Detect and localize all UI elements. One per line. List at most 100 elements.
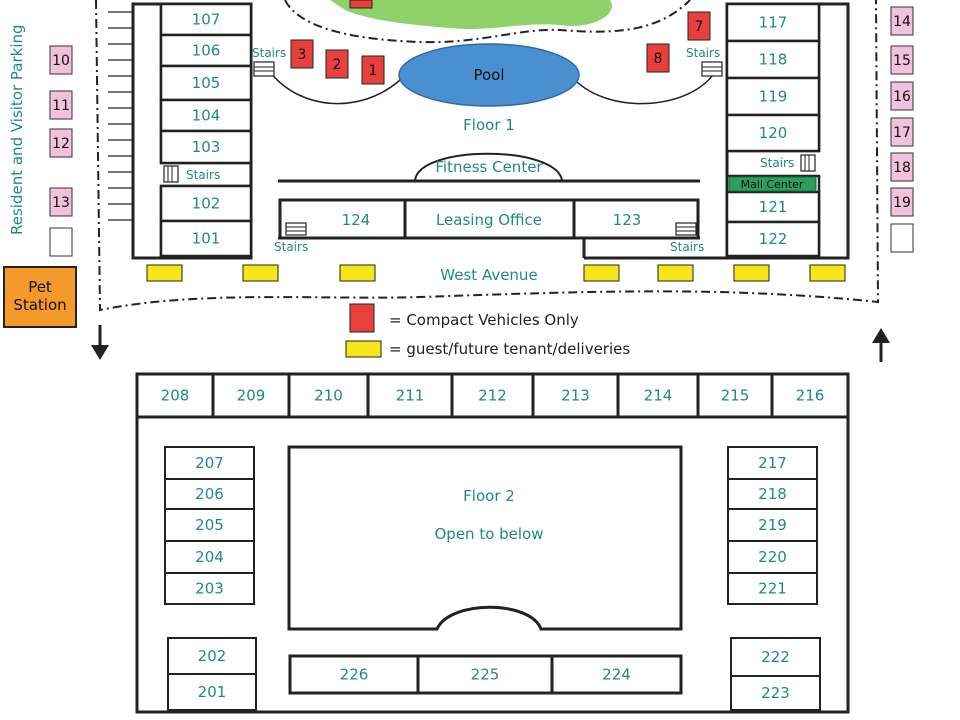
unit-121[interactable]: 121	[725, 190, 821, 224]
unit-205[interactable]: 205	[164, 508, 255, 542]
guest-spot[interactable]	[583, 264, 620, 282]
guest-spot[interactable]	[809, 264, 846, 282]
unit-208[interactable]: 208	[135, 372, 215, 419]
compact-spot-1[interactable]: 1	[361, 55, 385, 85]
unit-219[interactable]: 219	[727, 508, 818, 542]
parking-spot-18[interactable]: 18	[890, 152, 914, 182]
unit-203[interactable]: 203	[164, 572, 255, 605]
parking-spot-13[interactable]: 13	[49, 187, 73, 217]
unit-223[interactable]: 223	[730, 675, 821, 711]
unit-label: 121	[759, 198, 788, 216]
compact-parking: 32 1 7 8	[290, 0, 711, 85]
unit-221[interactable]: 221	[727, 572, 818, 605]
compact-spot-2[interactable]: 2	[325, 49, 349, 79]
unit-102[interactable]: 102	[159, 184, 253, 223]
parking-spot-14[interactable]: 14	[890, 6, 914, 36]
guest-spot[interactable]	[733, 264, 770, 282]
unit-123[interactable]: 123	[613, 211, 642, 229]
unit-220[interactable]: 220	[727, 540, 818, 574]
unit-212[interactable]: 212	[450, 372, 535, 419]
unit-118[interactable]: 118	[725, 39, 821, 80]
parking-spot-12[interactable]: 12	[49, 128, 73, 158]
unit-209[interactable]: 209	[211, 372, 291, 419]
parking-spot-box	[49, 187, 73, 217]
mail-center-label: Mail Center	[741, 178, 804, 191]
leasing-office-label[interactable]: Leasing Office	[436, 211, 542, 229]
unit-107[interactable]: 107	[159, 2, 253, 37]
parking-spot-11[interactable]: 11	[49, 90, 73, 120]
compact-spot-label: 8	[654, 51, 663, 67]
parking-spot-box	[890, 81, 914, 111]
unit-101[interactable]: 101	[159, 219, 253, 258]
unit-217[interactable]: 217	[727, 446, 818, 480]
compact-spot-7[interactable]: 7	[687, 11, 711, 41]
unit-box	[159, 219, 253, 258]
unit-label: 210	[314, 387, 343, 405]
parking-spot-box	[890, 6, 914, 36]
parking-spot-box	[49, 45, 73, 75]
unit-214[interactable]: 214	[616, 372, 700, 419]
unit-216[interactable]: 216	[770, 372, 850, 419]
parking-spot-label: 15	[893, 53, 911, 69]
guest-spot[interactable]	[339, 264, 376, 282]
unit-226[interactable]: 226	[288, 654, 420, 695]
unit-206[interactable]: 206	[164, 478, 255, 510]
stairs-icon	[701, 61, 723, 77]
compact-spot-8[interactable]: 8	[646, 43, 670, 73]
unit-210[interactable]: 210	[287, 372, 370, 419]
unit-label: 117	[759, 14, 788, 32]
compact-spot-3[interactable]: 3	[290, 39, 314, 69]
parking-spot-empty[interactable]	[49, 227, 73, 257]
guest-spot[interactable]	[242, 264, 279, 282]
mail-center[interactable]	[728, 176, 817, 192]
left-parking-spots: 10 11 12 13	[49, 45, 73, 257]
unit-119[interactable]: 119	[725, 76, 821, 117]
unit-204[interactable]: 204	[164, 540, 255, 574]
unit-104[interactable]: 104	[159, 98, 253, 133]
unit-124[interactable]: 124	[342, 211, 371, 229]
unit-label: 214	[644, 387, 673, 405]
unit-225[interactable]: 225	[416, 654, 554, 695]
left-parking-lines	[108, 11, 133, 221]
parking-spot-17[interactable]: 17	[890, 117, 914, 147]
guest-spot[interactable]	[146, 264, 183, 282]
parking-spot-16[interactable]: 16	[890, 81, 914, 111]
fitness-center-label: Fitness Center	[435, 158, 543, 176]
unit-207[interactable]: 207	[164, 446, 255, 480]
unit-201[interactable]: 201	[167, 673, 257, 711]
fitness-center	[414, 152, 563, 181]
unit-211[interactable]: 211	[366, 372, 454, 419]
unit-box	[167, 673, 257, 711]
unit-224[interactable]: 224	[550, 654, 683, 695]
parking-spot-10[interactable]: 10	[49, 45, 73, 75]
unit-213[interactable]: 213	[531, 372, 620, 419]
unit-222[interactable]: 222	[730, 637, 821, 677]
unit-106[interactable]: 106	[159, 33, 253, 68]
stairs-label: Stairs	[252, 46, 286, 60]
unit-218[interactable]: 218	[727, 478, 818, 510]
unit-215[interactable]: 215	[696, 372, 774, 419]
unit-label: 213	[561, 387, 590, 405]
guest-spot[interactable]	[657, 264, 694, 282]
unit-117[interactable]: 117	[725, 2, 821, 43]
unit-202[interactable]: 202	[167, 637, 257, 675]
unit-box	[366, 372, 454, 419]
parking-spot-15[interactable]: 15	[890, 45, 914, 75]
unit-label: 222	[761, 648, 790, 666]
floor1-title: Floor 1	[463, 116, 515, 134]
parking-spot-label: 12	[52, 136, 70, 152]
unit-122[interactable]: 122	[725, 220, 821, 258]
unit-box	[550, 654, 683, 695]
unit-103[interactable]: 103	[159, 129, 253, 165]
parking-spot-empty[interactable]	[890, 223, 914, 253]
unit-label: 101	[192, 230, 221, 248]
floor2-right-bottom-units: 222 223	[730, 637, 821, 711]
unit-105[interactable]: 105	[159, 64, 253, 102]
parking-spot-19[interactable]: 19	[890, 187, 914, 217]
compact-spot-label: 1	[369, 63, 378, 79]
pet-station[interactable]	[3, 266, 77, 328]
unit-120[interactable]: 120	[725, 113, 821, 153]
unit-label: 224	[602, 666, 631, 684]
